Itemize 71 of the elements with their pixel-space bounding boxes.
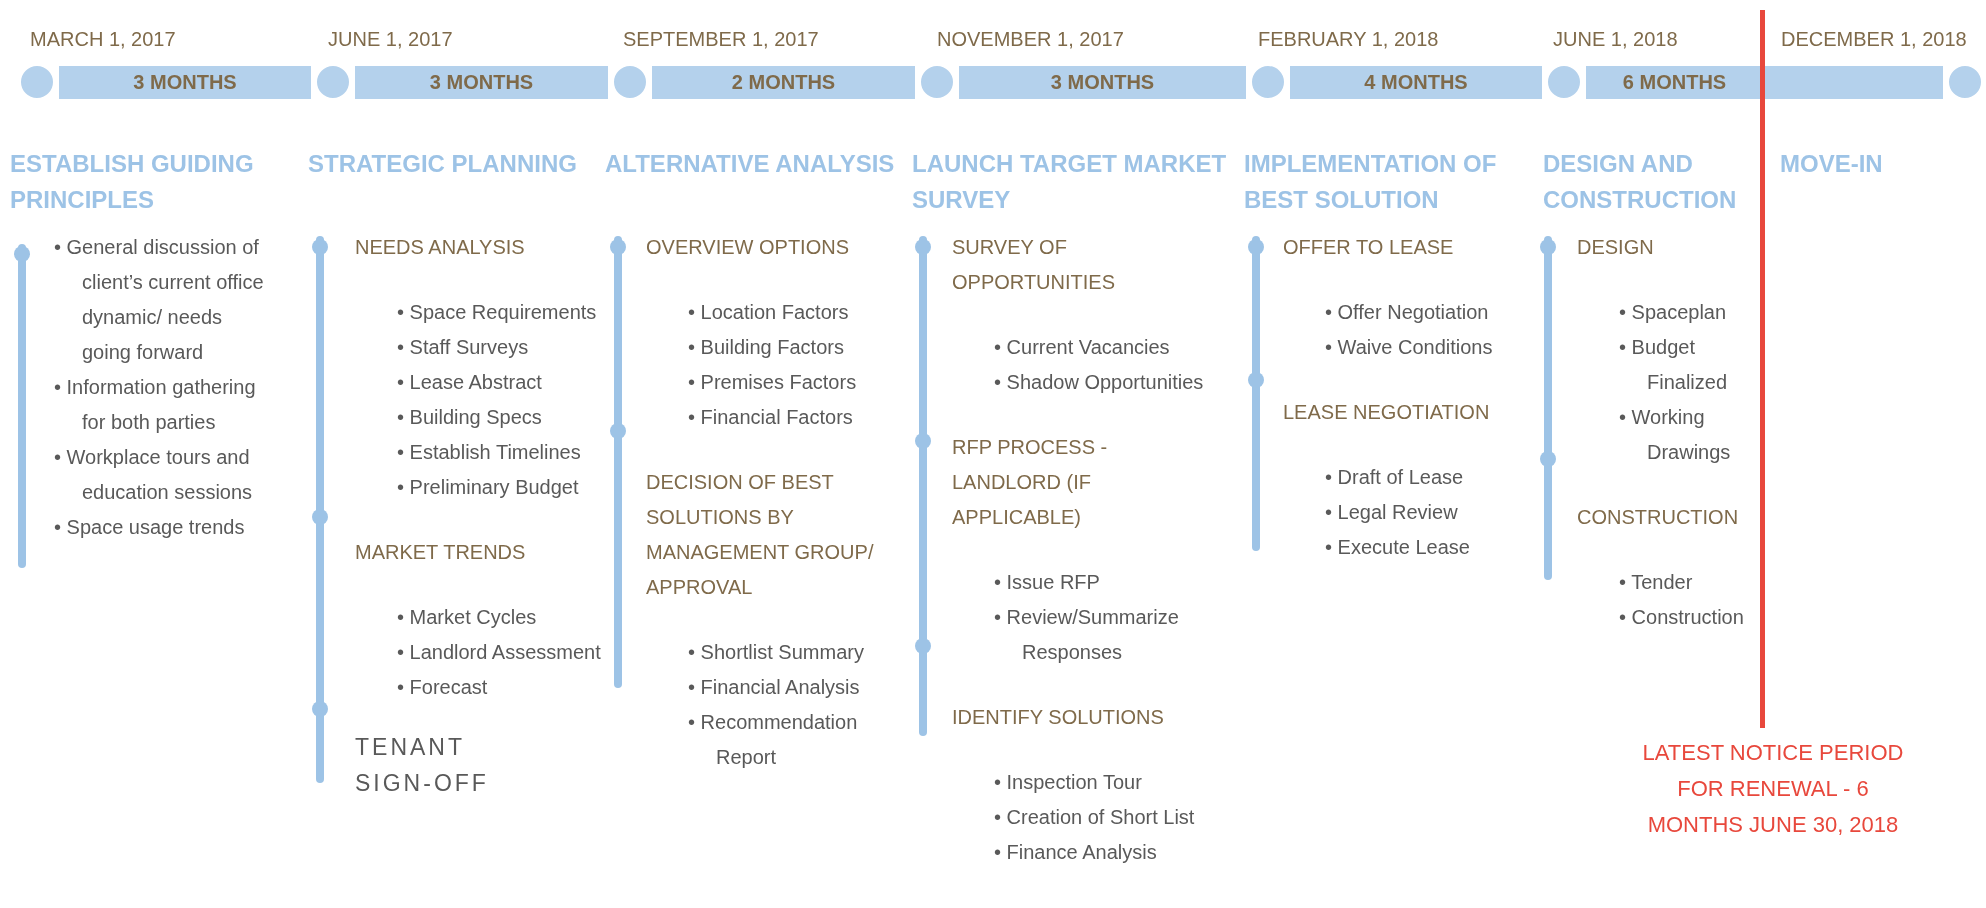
list-item: • Issue RFP	[993, 570, 1101, 595]
phase-heading: STRATEGIC PLANNING	[308, 149, 578, 179]
list-item: • Offer Negotiation	[1324, 300, 1490, 325]
list-item: • Working Drawings	[1618, 405, 1732, 465]
date-label: SEPTEMBER 1, 2017	[623, 28, 819, 51]
duration-bar: 3 MONTHS	[59, 66, 311, 99]
list-item: • Staff Surveys	[396, 335, 530, 360]
list-item: • Inspection Tour	[993, 770, 1143, 795]
duration-bar: 4 MONTHS	[1290, 66, 1542, 99]
list-item: • Workplace tours and education sessions	[53, 445, 254, 505]
list-item: • Waive Conditions	[1324, 335, 1494, 360]
phase-heading: ESTABLISH GUIDING PRINCIPLES	[10, 149, 255, 215]
section-heading: CONSTRUCTION	[1577, 505, 1740, 530]
section-heading: DESIGN	[1577, 235, 1655, 260]
list-item: • Spaceplan	[1618, 300, 1728, 325]
list-item: • Execute Lease	[1324, 535, 1471, 560]
list-item: • Recommendation Report	[687, 710, 859, 770]
section-heading: NEEDS ANALYSIS	[355, 235, 526, 260]
list-item: • Financial Factors	[687, 405, 854, 430]
list-item: • Landlord Assessment	[396, 640, 602, 665]
list-item: • Budget Finalized	[1618, 335, 1729, 395]
list-item: • Building Specs	[396, 405, 543, 430]
sign-off-note: TENANT SIGN-OFF	[355, 733, 490, 798]
date-label: JUNE 1, 2017	[328, 28, 453, 51]
list-item: • Shadow Opportunities	[993, 370, 1205, 395]
list-item: • Draft of Lease	[1324, 465, 1465, 490]
date-label: JUNE 1, 2018	[1553, 28, 1678, 51]
date-label: NOVEMBER 1, 2017	[937, 28, 1124, 51]
duration-bar: 3 MONTHS	[959, 66, 1246, 99]
list-item: • Preliminary Budget	[396, 475, 580, 500]
list-item: • Space usage trends	[53, 515, 246, 540]
list-item: • Market Cycles	[396, 605, 538, 630]
list-item: • Review/Summarize Responses	[993, 605, 1180, 665]
list-item: • Creation of Short List	[993, 805, 1196, 830]
phase-heading: ALTERNATIVE ANALYSIS	[605, 149, 896, 179]
phase-heading: IMPLEMENTATION OF BEST SOLUTION	[1244, 149, 1498, 215]
duration-bar: 6 MONTHS	[1586, 66, 1763, 99]
phase-heading: LAUNCH TARGET MARKET SURVEY	[912, 149, 1228, 215]
list-item: • General discussion of client’s current office dynamic/ needs going forward	[53, 235, 265, 365]
list-item: • Premises Factors	[687, 370, 858, 395]
section-heading: IDENTIFY SOLUTIONS	[952, 705, 1165, 730]
duration-bar: 2 MONTHS	[652, 66, 915, 99]
list-item: • Financial Analysis	[687, 675, 861, 700]
date-label: FEBRUARY 1, 2018	[1258, 28, 1439, 51]
duration-bar: 3 MONTHS	[355, 66, 608, 99]
section-heading: OFFER TO LEASE	[1283, 235, 1455, 260]
list-item: • Construction	[1618, 605, 1745, 630]
list-item: • Building Factors	[687, 335, 845, 360]
section-heading: SURVEY OF OPPORTUNITIES	[952, 235, 1116, 295]
section-heading: RFP PROCESS - LANDLORD (IF APPLICABLE)	[952, 435, 1109, 530]
section-heading: DECISION OF BEST SOLUTIONS BY MANAGEMENT GROUP/ APPROVAL	[646, 470, 875, 600]
list-item: • Establish Timelines	[396, 440, 582, 465]
list-item: • Legal Review	[1324, 500, 1459, 525]
list-item: • Finance Analysis	[993, 840, 1158, 865]
list-item: • Space Requirements	[396, 300, 598, 325]
section-heading: MARKET TRENDS	[355, 540, 527, 565]
section-heading: LEASE NEGOTIATION	[1283, 400, 1491, 425]
list-item: • Information gathering for both parties	[53, 375, 257, 435]
list-item: • Current Vacancies	[993, 335, 1171, 360]
timeline-bar	[1763, 66, 1943, 99]
date-label: DECEMBER 1, 2018	[1781, 28, 1967, 51]
phase-heading: DESIGN AND CONSTRUCTION	[1543, 149, 1738, 215]
section-heading: OVERVIEW OPTIONS	[646, 235, 850, 260]
deadline-note: LATEST NOTICE PERIOD FOR RENEWAL - 6 MONTHS JUNE 30, 2018	[1641, 739, 1905, 839]
list-item: • Shortlist Summary	[687, 640, 865, 665]
list-item: • Forecast	[396, 675, 489, 700]
list-item: • Tender	[1618, 570, 1694, 595]
phase-heading: MOVE-IN	[1780, 149, 1884, 179]
list-item: • Lease Abstract	[396, 370, 543, 395]
list-item: • Location Factors	[687, 300, 850, 325]
date-label: MARCH 1, 2017	[30, 28, 176, 51]
